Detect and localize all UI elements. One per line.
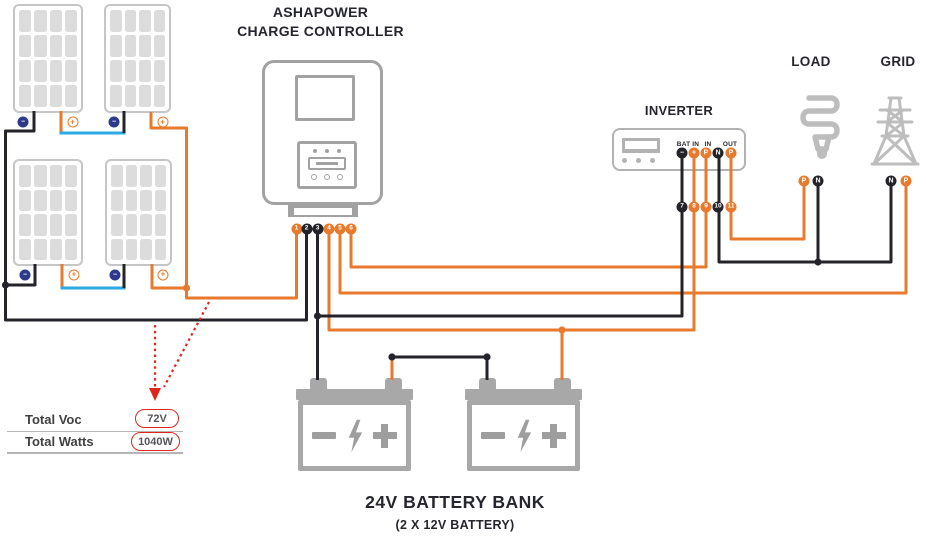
voc-pointer-annotation xyxy=(149,301,210,401)
inverter-group-bat-in: BAT IN xyxy=(676,141,700,148)
battery2-top-bar xyxy=(465,389,582,400)
load-label: LOAD xyxy=(791,54,831,69)
battery-1 xyxy=(296,378,413,471)
total-watts-value: 1040W xyxy=(131,432,180,451)
controller-terminal-3: 3 xyxy=(312,223,323,235)
inverter-port-out-phase: P xyxy=(725,147,737,159)
panel-cells xyxy=(111,165,166,260)
controller-indicator-leds xyxy=(300,149,354,153)
minus-icon xyxy=(312,432,337,439)
grid-port-neutral: N xyxy=(885,175,897,187)
plus-icon xyxy=(541,423,566,448)
lightning-bolt-icon xyxy=(348,419,362,452)
transmission-tower-icon xyxy=(870,96,920,166)
panel1-minus-badge: − xyxy=(17,116,29,128)
junction-load-neutral xyxy=(814,258,822,266)
panel4-plus-badge: + xyxy=(157,269,169,280)
controller-terminal-5: 5 xyxy=(334,223,346,235)
cfl-bulb-icon xyxy=(800,95,840,159)
panel2-plus-badge: + xyxy=(157,116,168,128)
battery-2 xyxy=(465,378,582,471)
panel4-minus-badge: − xyxy=(109,269,121,280)
total-voc-value: 72V xyxy=(135,409,179,428)
inverter-group-out: OUT xyxy=(722,141,738,148)
inverter-wire-11: 11 xyxy=(725,201,737,213)
controller-title-line2: CHARGE CONTROLLER xyxy=(237,23,404,39)
junction-series-right xyxy=(483,353,491,361)
total-watts-label: Total Watts xyxy=(25,434,94,449)
controller-terminal-2: 2 xyxy=(301,223,312,235)
junction-pv-positive xyxy=(182,284,191,292)
solar-panel-1 xyxy=(13,4,83,113)
battery2-negative-post xyxy=(479,378,496,391)
controller-control-panel xyxy=(297,141,357,189)
inverter-port-neutral: N xyxy=(712,147,724,159)
inverter-port-in-phase: P xyxy=(700,147,712,159)
charge-controller xyxy=(262,60,383,205)
junction-battery-positive xyxy=(558,326,566,334)
inverter-wire-7: 7 xyxy=(676,201,688,213)
junction-series-left xyxy=(388,353,396,361)
battery1-top-bar xyxy=(296,389,413,400)
wire-battery-positive xyxy=(327,153,696,332)
load-port-neutral: N xyxy=(812,175,824,187)
panel-cells xyxy=(110,10,165,107)
inverter-display xyxy=(622,138,660,153)
solar-panel-4 xyxy=(105,159,172,266)
battery-bank-subtitle: (2 X 12V BATTERY) xyxy=(395,518,515,532)
specs-divider-2 xyxy=(7,452,183,454)
wire-battery-series-jumper xyxy=(392,355,489,380)
plus-icon xyxy=(372,423,397,448)
controller-lcd-slot xyxy=(308,157,346,170)
inverter-port-bat-minus: − xyxy=(676,147,688,159)
controller-title-line1: ASHAPOWER xyxy=(272,4,369,20)
panel1-plus-badge: + xyxy=(67,116,78,128)
inverter-wire-10: 10 xyxy=(712,201,724,213)
panel3-plus-badge: + xyxy=(68,269,80,280)
junction-battery-negative xyxy=(313,312,322,320)
controller-terminal-base xyxy=(288,205,358,217)
wire-grid-phase xyxy=(338,181,908,295)
panel-cells xyxy=(19,165,77,260)
controller-terminal-4: 4 xyxy=(323,223,335,235)
grid-port-phase: P xyxy=(900,175,912,187)
total-voc-label: Total Voc xyxy=(25,412,82,427)
panel2-minus-badge: − xyxy=(108,116,120,128)
battery1-negative-post xyxy=(310,378,327,391)
specs-divider-1 xyxy=(7,430,183,432)
controller-display-window xyxy=(295,75,355,121)
wire-neutral-bus xyxy=(717,153,893,264)
battery1-case xyxy=(298,400,411,471)
battery-bank-title: 24V BATTERY BANK xyxy=(365,492,545,512)
inverter-wire-8: 8 xyxy=(688,201,700,213)
junction-pv-negative xyxy=(1,281,10,289)
annotation-arrowhead-icon xyxy=(149,388,161,401)
solar-panel-2 xyxy=(104,4,171,113)
solar-panel-3 xyxy=(13,159,83,266)
controller-title: ASHAPOWER CHARGE CONTROLLER xyxy=(228,3,413,41)
battery2-case xyxy=(467,400,580,471)
controller-terminal-6: 6 xyxy=(345,223,357,235)
inverter-label: INVERTER xyxy=(644,103,714,118)
lightning-bolt-icon xyxy=(517,419,531,452)
panel3-minus-badge: − xyxy=(19,269,31,280)
inverter-port-bat-plus: + xyxy=(688,147,700,159)
battery1-positive-post xyxy=(385,378,402,391)
panel-cells xyxy=(19,10,77,107)
grid-label: GRID xyxy=(880,54,916,69)
inverter-wire-9: 9 xyxy=(700,201,712,213)
inverter-group-in: IN xyxy=(704,141,712,148)
controller-buttons xyxy=(300,174,354,180)
load-port-phase: P xyxy=(798,175,810,187)
minus-icon xyxy=(481,432,506,439)
battery2-positive-post xyxy=(554,378,571,391)
